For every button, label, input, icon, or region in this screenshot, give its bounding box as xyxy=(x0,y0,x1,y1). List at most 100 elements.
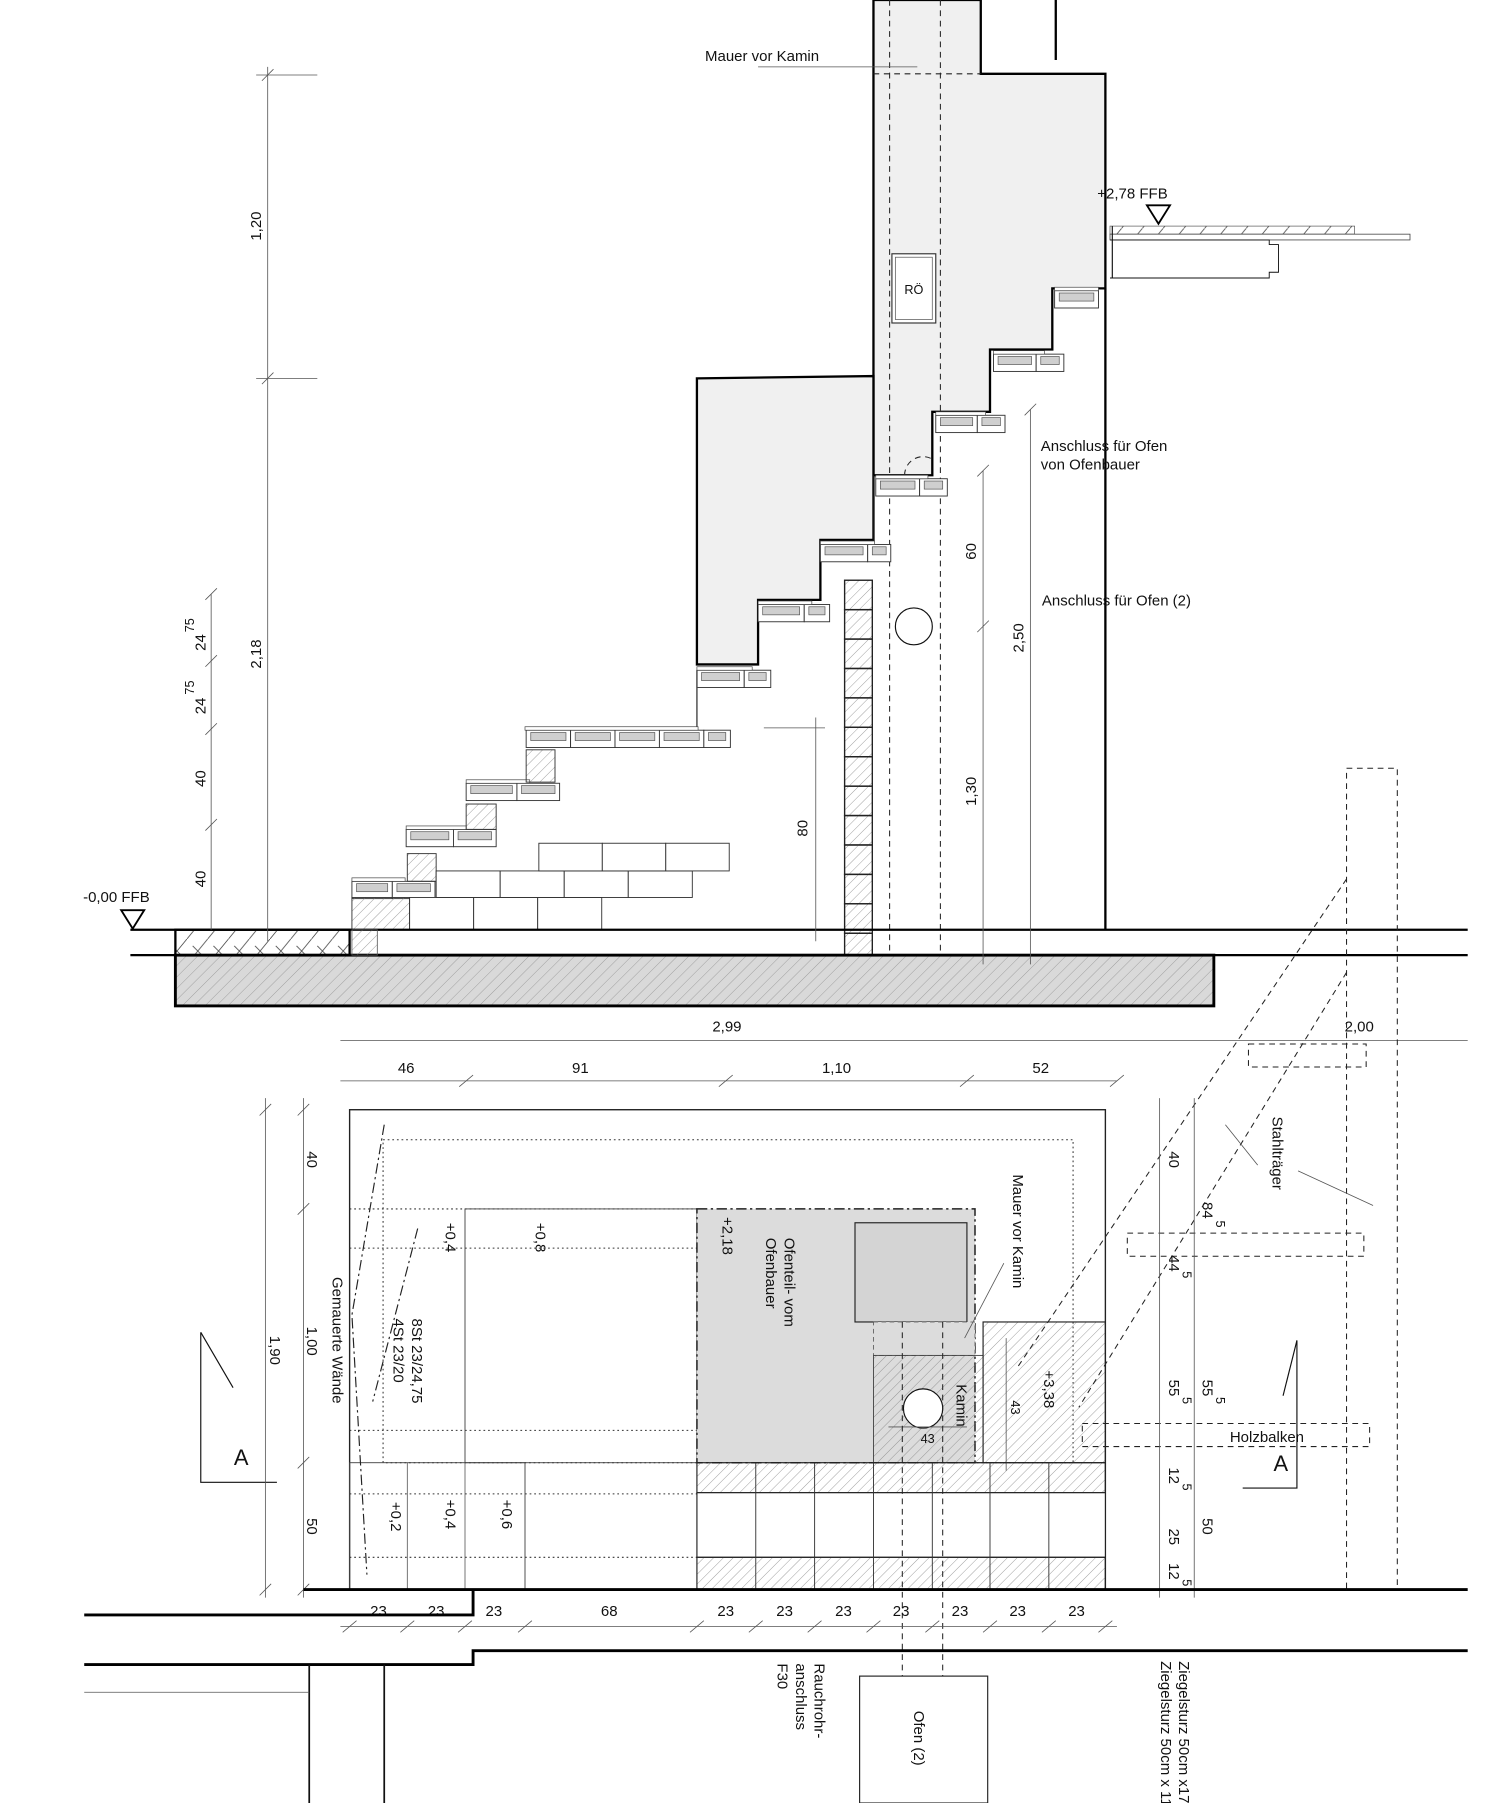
brick-core xyxy=(997,356,1032,365)
brick xyxy=(843,873,873,905)
level-plus-0-4a: +0,4 xyxy=(441,1223,458,1253)
riser-brick xyxy=(465,803,497,830)
dim-40b: 40 xyxy=(192,871,209,888)
right-dim-12a-sup: 5 xyxy=(1180,1483,1194,1490)
tread-plate xyxy=(935,411,986,416)
brick-core xyxy=(701,672,740,681)
base-block xyxy=(537,897,603,931)
brick xyxy=(843,932,873,956)
left-dim-1-90: 1,90 xyxy=(266,1336,283,1365)
brick-core xyxy=(457,831,492,841)
brick-core xyxy=(410,831,450,841)
dim-tick xyxy=(517,1620,533,1633)
brick xyxy=(843,844,873,876)
bottom-dim: 23 xyxy=(893,1603,910,1620)
brick-core xyxy=(1040,356,1060,365)
top-dim-1: 91 xyxy=(572,1060,589,1077)
wall-338-area xyxy=(982,1321,1106,1464)
base-block xyxy=(538,842,603,872)
right-dim-12b-sup: 5 xyxy=(1180,1579,1194,1586)
base-block xyxy=(627,870,693,898)
tread-plate xyxy=(351,877,406,882)
tread-plate xyxy=(820,540,875,545)
tread-plate xyxy=(993,350,1045,355)
stahltraeger-label: Stahlträger xyxy=(1269,1117,1286,1190)
right-dim-55a-sup: 5 xyxy=(1180,1397,1194,1404)
mauer-vor-kamin-plan-label: Mauer vor Kamin xyxy=(1009,1174,1026,1288)
brick xyxy=(843,814,873,846)
rauchrohr-line3: F30 xyxy=(774,1663,791,1689)
left-dim-50: 50 xyxy=(303,1518,320,1535)
base-block xyxy=(601,842,667,872)
stair-spec-line1: 8St 23/24,75 xyxy=(408,1319,425,1404)
dim-2-50: 2,50 xyxy=(1010,623,1027,652)
svg-text:A: A xyxy=(234,1445,249,1470)
right-dim-44-sup: 5 xyxy=(1180,1271,1194,1278)
level-marker-top-icon xyxy=(1145,204,1172,226)
tread-plate xyxy=(1054,286,1099,292)
brick-core xyxy=(574,732,611,741)
dim-2-00: 2,00 xyxy=(1345,1018,1374,1035)
dim-tick xyxy=(1098,1620,1113,1633)
dim-tick xyxy=(400,1620,415,1633)
brick-core xyxy=(871,546,887,556)
kamin-dim-w: 43 xyxy=(921,1432,935,1446)
dim-tick xyxy=(748,1620,763,1633)
level-plus-0-4b: +0,4 xyxy=(441,1500,458,1530)
dim-tick xyxy=(925,1620,940,1633)
dim-tick xyxy=(342,1620,357,1633)
ziegelsturz-1-label: Ziegelsturz 50cm x17 xyxy=(1175,1661,1192,1803)
brick xyxy=(843,608,873,640)
plan-view: +0,4 +0,8 +2,18 +3,38 +0,2 +0,4 +0,6 8St… xyxy=(84,767,1468,1803)
base-block xyxy=(665,842,730,872)
stair-bricks xyxy=(351,286,1099,931)
holzbalken-label: Holzbalken xyxy=(1230,1429,1304,1446)
top-dim-2: 1,10 xyxy=(822,1060,851,1077)
brick-core xyxy=(981,417,1001,427)
ofen-inner-box xyxy=(854,1222,968,1323)
anschluss-ofen-1-line1: Anschluss für Ofen xyxy=(1041,438,1168,455)
tread-plate xyxy=(757,600,813,605)
base-block xyxy=(435,870,501,898)
brick-core xyxy=(530,732,567,741)
brick-core xyxy=(762,606,800,616)
dim-75b: 75 xyxy=(183,680,197,694)
tread-plate xyxy=(405,825,467,830)
brick-core xyxy=(808,606,826,616)
tread-plate xyxy=(524,726,699,731)
section-mark-left: A xyxy=(200,1332,277,1483)
base-block xyxy=(473,897,539,931)
left-dim-40: 40 xyxy=(303,1151,320,1168)
brick-core xyxy=(824,546,864,556)
level-plus-0-8: +0,8 xyxy=(531,1223,548,1253)
overall-dimensions: 2,99 2,00 46 91 1,10 52 xyxy=(340,1018,1468,1087)
stove-block-mass xyxy=(695,374,875,666)
right-dim-25: 25 xyxy=(1165,1528,1182,1545)
ofen-2-box xyxy=(859,1675,989,1803)
dim-60: 60 xyxy=(963,543,980,560)
mauer-vor-kamin-label: Mauer vor Kamin xyxy=(705,48,819,65)
dim-tick xyxy=(807,1620,822,1633)
brick-column xyxy=(843,579,873,956)
bottom-dim: 68 xyxy=(601,1603,618,1620)
bottom-dim: 23 xyxy=(428,1603,445,1620)
kamin-label: Kamin xyxy=(953,1384,970,1426)
dim-tick xyxy=(866,1620,881,1633)
dim-75a: 75 xyxy=(183,618,197,632)
brick-core xyxy=(923,480,944,490)
bottom-dim: 23 xyxy=(835,1603,852,1620)
dim-tick xyxy=(689,1620,705,1633)
dim-1-30: 1,30 xyxy=(963,777,980,806)
rauchrohr-line1: Rauchrohr- xyxy=(811,1663,828,1738)
svg-text:A: A xyxy=(1273,1451,1288,1476)
dim-tick xyxy=(1041,1620,1057,1633)
level-top-label: +2,78 FFB xyxy=(1097,185,1167,202)
roehre-label: RÖ xyxy=(904,283,923,297)
right-dim-12b: 12 xyxy=(1165,1563,1182,1580)
brick-core xyxy=(880,480,916,490)
brick-core xyxy=(619,732,656,741)
riser-brick xyxy=(525,749,556,783)
brick xyxy=(843,756,873,787)
floor-screed xyxy=(174,928,351,957)
tread-plate xyxy=(696,666,753,671)
